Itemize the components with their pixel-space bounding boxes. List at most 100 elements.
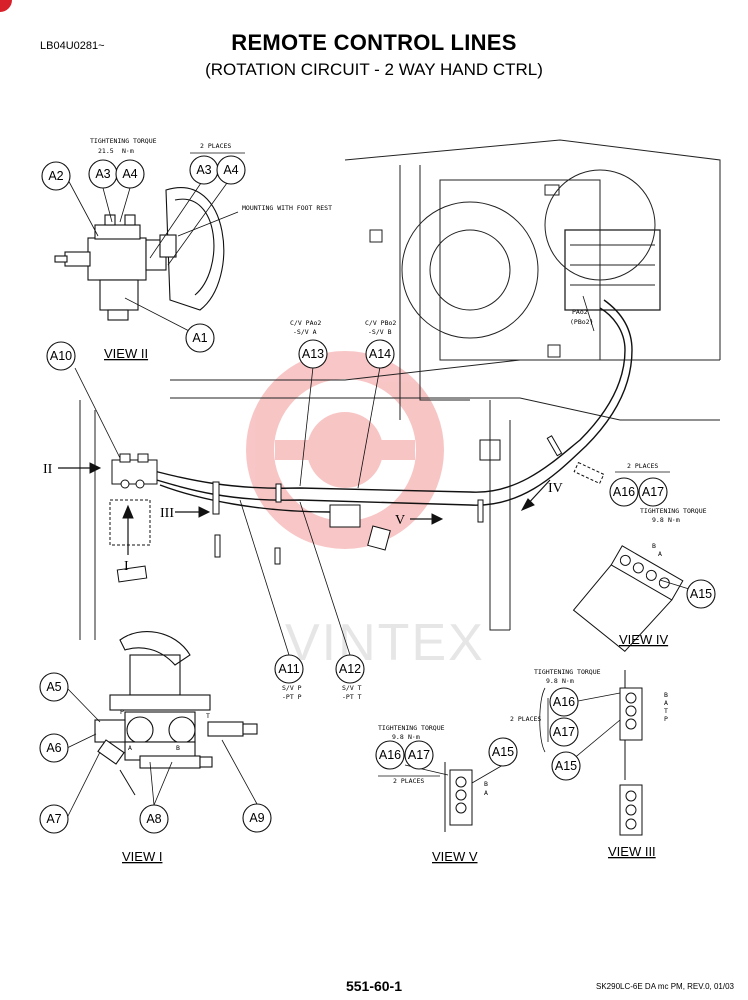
- note-sv-b: -S/V B: [368, 328, 392, 336]
- note-torque-21-unit: N·m: [122, 147, 134, 155]
- callout-a10: A10: [46, 341, 76, 371]
- watermark-logo: [246, 351, 444, 549]
- view-i-drawing: [94, 631, 258, 796]
- svg-text:A3: A3: [196, 163, 211, 177]
- note-2-places-v: 2 PLACES: [393, 777, 424, 785]
- callout-a1: A1: [185, 323, 215, 353]
- svg-text:A17: A17: [642, 485, 664, 499]
- note-sv-a: -S/V A: [293, 328, 317, 336]
- note-sv-p: S/V P: [282, 684, 302, 692]
- svg-text:A9: A9: [249, 811, 264, 825]
- note-cv-pao2: C/V PAo2: [290, 319, 321, 327]
- note-torque-v-val: 9.8: [392, 733, 404, 741]
- view-iii-title: VIEW III: [608, 844, 656, 859]
- svg-text:A15: A15: [492, 745, 514, 759]
- note-torque-top: TIGHTENING TORQUE: [90, 137, 157, 145]
- note-torque-iii-unit: N·m: [562, 677, 574, 685]
- svg-text:A4: A4: [122, 167, 137, 181]
- note-torque-iv: TIGHTENING TORQUE: [640, 507, 707, 515]
- callout-a4-top-right: A4: [216, 155, 246, 185]
- arrow-label-iv: IV: [548, 481, 563, 496]
- port-b-v: B: [484, 780, 488, 788]
- svg-text:A15: A15: [555, 759, 577, 773]
- view-iv-title: VIEW IV: [619, 632, 668, 647]
- port-b-view-i: B: [176, 744, 180, 752]
- note-torque-iii-val: 9.8: [546, 677, 558, 685]
- note-cv-pbo2: C/V PBo2: [365, 319, 396, 327]
- svg-text:A16: A16: [613, 485, 635, 499]
- callout-a17-view-iv: A17: [638, 477, 668, 507]
- note-2-places-iii: 2 PLACES: [510, 715, 541, 723]
- svg-text:A3: A3: [95, 167, 110, 181]
- note-torque-iv-unit: N·m: [668, 516, 680, 524]
- note-torque-v-unit: N·m: [408, 733, 420, 741]
- svg-text:A1: A1: [192, 331, 207, 345]
- port-t-iii: T: [664, 707, 668, 715]
- callout-a8: A8: [139, 804, 169, 834]
- hose-lines: [149, 299, 633, 513]
- page-title: REMOTE CONTROL LINES: [231, 30, 517, 55]
- svg-text:A4: A4: [223, 163, 238, 177]
- note-mounting: MOUNTING WITH FOOT REST: [242, 204, 332, 212]
- machine-frame: [79, 139, 721, 640]
- port-p-view-i: P: [120, 708, 124, 716]
- svg-text:A15: A15: [690, 587, 712, 601]
- doc-code: LB04U0281~: [40, 40, 105, 52]
- callout-a15-view-iv: A15: [686, 579, 716, 609]
- svg-text:A11: A11: [278, 662, 299, 676]
- note-torque-21: 21.5: [98, 147, 114, 155]
- port-b-iii: B: [664, 691, 668, 699]
- arrow-label-v: V: [395, 513, 405, 528]
- note-torque-iv-val: 9.8: [652, 516, 664, 524]
- port-a-iv: A: [658, 550, 662, 558]
- callout-a17-view-iii: A17: [549, 717, 579, 747]
- callout-a3-top-left: A3: [88, 159, 118, 189]
- view-arrows: [58, 461, 605, 555]
- note-pao2: PAo2: [572, 308, 588, 316]
- doc-reference: SK290LC-6E DA mc PM, REV.0, 01/03: [596, 982, 734, 991]
- svg-text:A12: A12: [339, 662, 361, 676]
- note-pbo2: (PBo2): [570, 318, 593, 326]
- svg-text:A17: A17: [553, 725, 575, 739]
- port-p-iii: P: [664, 715, 668, 723]
- callout-a6: A6: [39, 733, 69, 763]
- callout-a2: A2: [41, 161, 71, 191]
- svg-text:A7: A7: [46, 812, 61, 826]
- svg-text:A16: A16: [379, 748, 401, 762]
- callout-a15-view-iii: A15: [551, 751, 581, 781]
- svg-text:A17: A17: [408, 748, 430, 762]
- svg-text:A2: A2: [48, 169, 63, 183]
- svg-text:A14: A14: [369, 347, 391, 361]
- port-a-view-i: A: [128, 744, 132, 752]
- svg-text:A5: A5: [46, 680, 61, 694]
- callout-a16-view-iv: A16: [609, 477, 639, 507]
- svg-text:A10: A10: [50, 349, 72, 363]
- callout-a12: A12: [335, 654, 365, 684]
- port-a-v: A: [484, 789, 488, 797]
- svg-text:A13: A13: [302, 347, 324, 361]
- callout-a14: A14: [365, 339, 395, 369]
- callout-a7: A7: [39, 804, 69, 834]
- arrow-label-iii: III: [160, 506, 174, 521]
- arrow-label-i: I: [124, 559, 129, 574]
- callout-a16-view-v: A16: [375, 740, 405, 770]
- port-t-view-i: T: [206, 712, 210, 720]
- callout-a15-view-v: A15: [488, 737, 518, 767]
- watermark-text: VINTEX: [285, 614, 485, 672]
- port-a-iii: A: [664, 699, 668, 707]
- connector-blocks: [444, 545, 684, 836]
- port-b-iv: B: [652, 542, 656, 550]
- callout-a11: A11: [274, 654, 304, 684]
- view-ii-drawing: [54, 187, 225, 321]
- callout-a13: A13: [298, 339, 328, 369]
- note-pt-p: -PT P: [282, 693, 302, 701]
- note-sv-t: S/V T: [342, 684, 362, 692]
- valve-block: [109, 439, 501, 583]
- callout-a4-top-left: A4: [115, 159, 145, 189]
- note-2-places-top: 2 PLACES: [200, 142, 231, 150]
- callout-a17-view-v: A17: [404, 740, 434, 770]
- page-number: 551-60-1: [345, 978, 403, 994]
- note-2-places-iv: 2 PLACES: [627, 462, 658, 470]
- callout-a3-top-right: A3: [189, 155, 219, 185]
